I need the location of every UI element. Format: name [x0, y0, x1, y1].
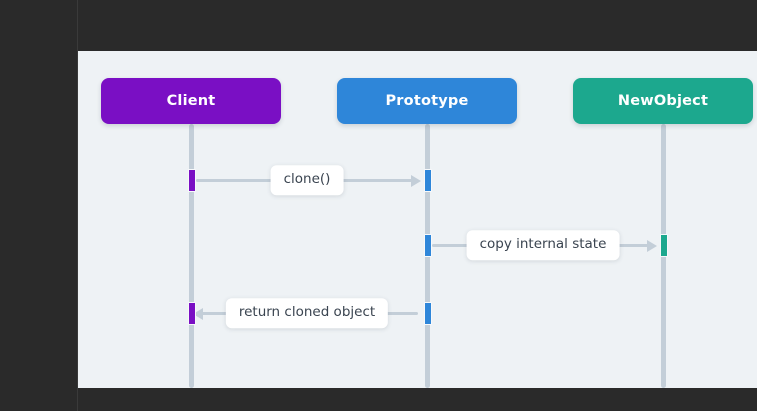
chrome-divider — [77, 0, 78, 411]
activation-client-return — [187, 302, 196, 325]
sequence-diagram-canvas: Client Prototype NewObject clone() copy … — [78, 51, 757, 388]
activation-newobject-copy — [659, 234, 668, 257]
participant-newobject[interactable]: NewObject — [573, 78, 753, 124]
activation-prototype-copy — [423, 234, 432, 257]
message-label-return-cloned-object[interactable]: return cloned object — [225, 298, 389, 328]
activation-client-clone — [187, 169, 196, 192]
participant-label-prototype: Prototype — [385, 93, 469, 109]
message-label-clone[interactable]: clone() — [270, 165, 344, 195]
message-arrowhead-copy-internal-state — [647, 239, 657, 252]
lifeline-client — [189, 124, 194, 388]
message-label-copy-internal-state[interactable]: copy internal state — [466, 230, 620, 260]
activation-prototype-clone — [423, 169, 432, 192]
participant-client[interactable]: Client — [101, 78, 281, 124]
message-arrowhead-return-cloned-object — [193, 307, 203, 320]
participant-label-client: Client — [166, 93, 216, 109]
message-arrowhead-clone — [411, 174, 421, 187]
participant-label-newobject: NewObject — [617, 93, 709, 109]
participant-prototype[interactable]: Prototype — [337, 78, 517, 124]
activation-prototype-return — [423, 302, 432, 325]
